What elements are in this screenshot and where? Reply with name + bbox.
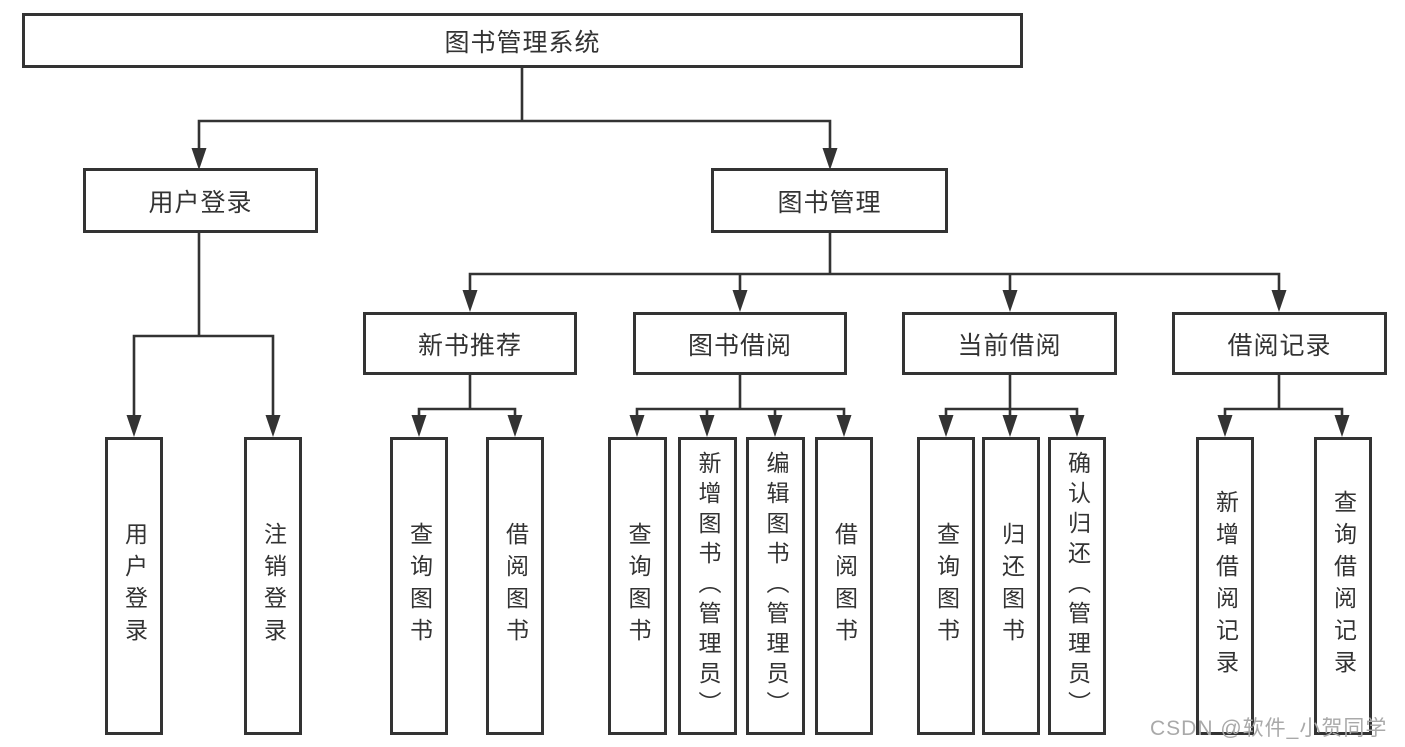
leaf-borrowing-borrow-books: 借阅图书 xyxy=(815,437,873,735)
node-label: 用户登录 xyxy=(148,188,253,217)
node-label: 新书推荐 xyxy=(417,331,522,360)
node-label: 图书管理 xyxy=(777,188,882,217)
leaf-user-login: 用户登录 xyxy=(105,437,163,735)
leaf-borrowing-add-books-admin: 新增图书（管理员） xyxy=(678,437,737,735)
node-label: 新增借阅记录 xyxy=(1212,490,1239,682)
leaf-recommend-borrow-books: 借阅图书 xyxy=(486,437,544,735)
leaf-logout: 注销登录 xyxy=(244,437,302,735)
node-current-borrowing: 当前借阅 xyxy=(902,312,1117,375)
node-library-management-system: 图书管理系统 xyxy=(22,13,1023,68)
node-user-login: 用户登录 xyxy=(83,168,318,233)
node-new-book-recommend: 新书推荐 xyxy=(363,312,577,375)
node-label: 借阅图书 xyxy=(831,522,858,650)
node-borrow-records: 借阅记录 xyxy=(1172,312,1387,375)
node-label: 编辑图书（管理员） xyxy=(763,451,789,721)
watermark: CSDN @软件_小贺同学 xyxy=(1150,717,1388,740)
leaf-records-add-record: 新增借阅记录 xyxy=(1196,437,1254,735)
leaf-borrowing-edit-books-admin: 编辑图书（管理员） xyxy=(746,437,805,735)
node-book-borrowing: 图书借阅 xyxy=(633,312,847,375)
leaf-current-return-books: 归还图书 xyxy=(982,437,1040,735)
leaf-recommend-query-books: 查询图书 xyxy=(390,437,448,735)
node-label: 借阅记录 xyxy=(1227,331,1332,360)
leaf-borrowing-query-books: 查询图书 xyxy=(608,437,667,735)
node-label: 确认归还（管理员） xyxy=(1064,451,1091,721)
node-label: 注销登录 xyxy=(260,522,287,650)
node-label: 查询借阅记录 xyxy=(1330,490,1357,682)
leaf-current-confirm-return-admin: 确认归还（管理员） xyxy=(1048,437,1106,735)
leaf-records-query-record: 查询借阅记录 xyxy=(1314,437,1372,735)
node-label: 新增图书（管理员） xyxy=(695,451,721,721)
node-label: 用户登录 xyxy=(121,522,148,650)
node-label: 查询图书 xyxy=(625,522,651,650)
node-label: 查询图书 xyxy=(406,522,433,650)
node-label: 借阅图书 xyxy=(502,522,529,650)
node-label: 当前借阅 xyxy=(957,331,1062,360)
node-label: 图书借阅 xyxy=(687,331,792,360)
node-label: 归还图书 xyxy=(998,522,1025,650)
node-label: 图书管理系统 xyxy=(444,28,601,57)
node-book-management: 图书管理 xyxy=(711,168,948,233)
node-label: 查询图书 xyxy=(933,522,960,650)
leaf-current-query-books: 查询图书 xyxy=(917,437,975,735)
